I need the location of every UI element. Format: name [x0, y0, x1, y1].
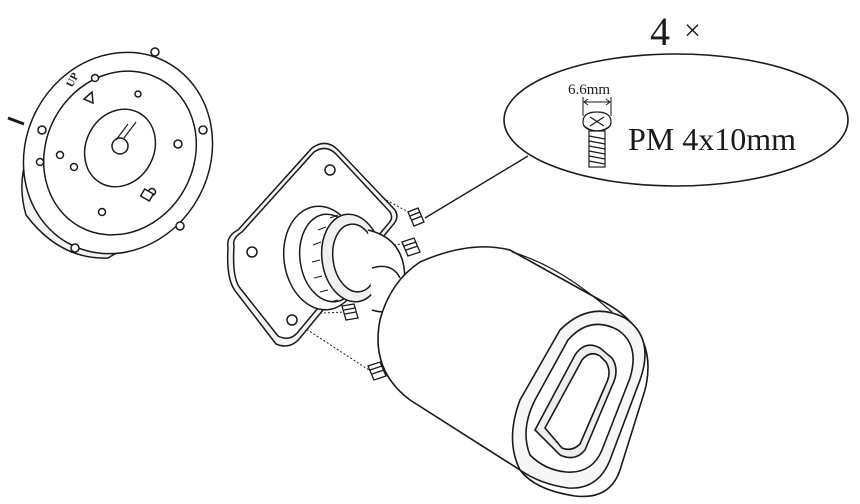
screw-spec-label: PM 4x10mm — [628, 121, 796, 157]
dimension-indicator — [582, 97, 612, 116]
mounting-screw — [407, 207, 425, 227]
screw-callout: 6.6mm PM 4x10mm — [424, 53, 849, 219]
mounting-screw — [367, 361, 387, 381]
screw-icon — [582, 111, 612, 168]
quantity-multiply-symbol: × — [684, 14, 701, 47]
mounting-screw — [341, 303, 359, 321]
callout-leader-line — [424, 155, 529, 219]
callout-bubble — [503, 53, 849, 187]
quantity-number: 4 — [650, 9, 670, 54]
mounting-screw — [401, 237, 421, 257]
bullet-camera-body — [377, 246, 649, 498]
quantity-label: 4 × — [650, 9, 701, 54]
screw-dimension-label: 6.6mm — [568, 82, 610, 98]
mounting-base-plate — [7, 47, 214, 259]
